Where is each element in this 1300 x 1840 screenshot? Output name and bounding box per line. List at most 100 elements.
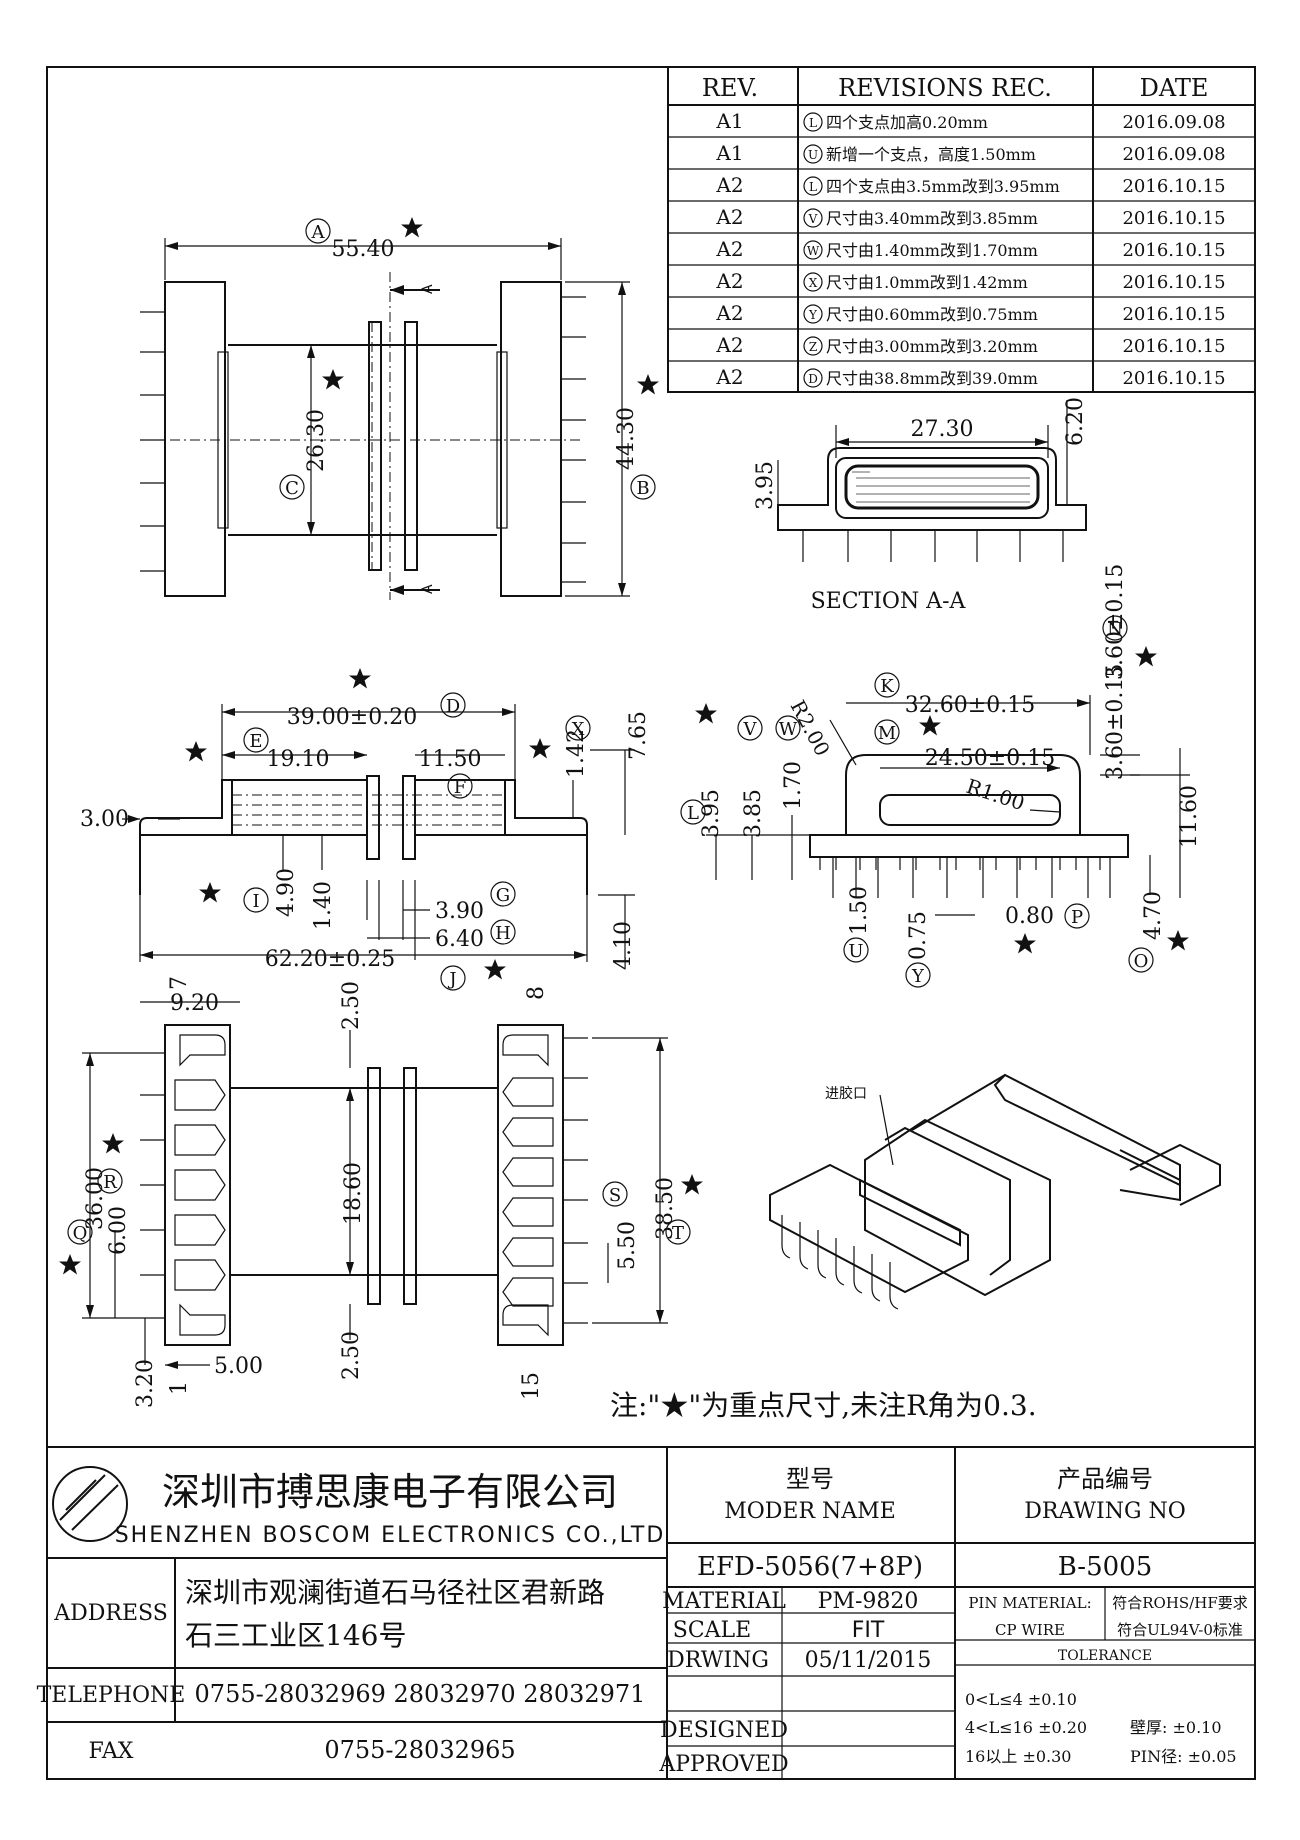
dim-1860: 18.60 bbox=[341, 1162, 366, 1225]
marker-x: X bbox=[572, 719, 585, 740]
revision-table: REV. REVISIONS REC. DATE bbox=[667, 66, 1256, 393]
model-value: EFD-5056(7+8P) bbox=[697, 1552, 923, 1582]
pin-label-1: 1 bbox=[167, 1381, 192, 1395]
marker-q: Q bbox=[73, 1223, 88, 1244]
company-name-en: SHENZHEN BOSCOM ELECTRONICS CO.,LTD bbox=[115, 1523, 666, 1548]
pin-material-label: PIN MATERIAL: bbox=[968, 1594, 1091, 1612]
dim-f: 11.50 bbox=[419, 747, 482, 772]
revision-marker: U bbox=[808, 148, 818, 162]
revision-rev: A1 bbox=[715, 141, 743, 165]
marker-n: N bbox=[1107, 619, 1123, 640]
scale-value: FIT bbox=[852, 1618, 885, 1643]
revision-text: 尺寸由38.8mm改到39.0mm bbox=[826, 369, 1038, 388]
revision-rev: A1 bbox=[715, 109, 743, 133]
rev-header-rec: REVISIONS REC. bbox=[838, 74, 1052, 102]
revision-text: 尺寸由3.40mm改到3.85mm bbox=[826, 209, 1038, 228]
pin-material-value: CP WIRE bbox=[995, 1621, 1065, 1639]
dim-k: 32.60±0.15 bbox=[905, 693, 1035, 718]
revision-marker: L bbox=[809, 116, 817, 130]
section-a-a: 27.30 3.95 6.20 SECTION A-A bbox=[753, 397, 1088, 614]
material-value: PM-9820 bbox=[818, 1589, 919, 1614]
approved-label: APPROVED bbox=[658, 1752, 788, 1777]
pin-label-7: 7 bbox=[167, 976, 192, 990]
revision-marker-circle bbox=[803, 240, 823, 260]
marker-v: V bbox=[743, 719, 758, 740]
dim-410: 4.10 bbox=[611, 921, 636, 970]
fax-value: 0755-28032965 bbox=[324, 1736, 515, 1764]
dim-l: 3.95 bbox=[699, 789, 724, 838]
marker-u: U bbox=[848, 941, 863, 962]
marker-k: K bbox=[880, 676, 894, 697]
scale-label: SCALE bbox=[673, 1618, 751, 1643]
telephone-value: 0755-28032969 28032970 28032971 bbox=[195, 1680, 646, 1708]
dim-1160: 11.60 bbox=[1177, 785, 1202, 848]
model-label-en: MODER NAME bbox=[724, 1499, 896, 1524]
marker-t: T bbox=[672, 1223, 684, 1244]
marker-i: I bbox=[252, 891, 259, 912]
dim-320: 3.20 bbox=[133, 1359, 158, 1408]
revision-date: 2016.09.08 bbox=[1122, 144, 1225, 165]
title-block: 深圳市搏思康电子有限公司 SHENZHEN BOSCOM ELECTRONICS… bbox=[37, 1446, 1255, 1779]
revision-rev: A2 bbox=[715, 269, 743, 293]
dim-b: 44.30 bbox=[614, 407, 639, 470]
dim-v: 3.85 bbox=[741, 789, 766, 838]
section-marker-bottom: A bbox=[420, 584, 436, 594]
dim-g: 3.90 bbox=[435, 899, 484, 924]
rohs-label: 符合ROHS/HF要求 bbox=[1112, 1594, 1248, 1612]
dim-140: 1.40 bbox=[311, 881, 336, 930]
section-title: SECTION A-A bbox=[811, 589, 967, 614]
revision-marker: Y bbox=[808, 308, 818, 322]
revision-text: 尺寸由3.00mm改到3.20mm bbox=[826, 337, 1038, 356]
dim-e: 19.10 bbox=[267, 747, 330, 772]
model-label-cn: 型号 bbox=[786, 1465, 834, 1493]
dim-q: 36.00 bbox=[83, 1167, 108, 1230]
revision-text: 尺寸由1.40mm改到1.70mm bbox=[826, 241, 1038, 260]
revision-date: 2016.10.15 bbox=[1122, 336, 1225, 357]
section-dim-wall: 6.20 bbox=[1063, 397, 1088, 446]
revision-rev: A2 bbox=[715, 237, 743, 261]
revision-marker: D bbox=[808, 372, 818, 386]
tolerance-wall: 壁厚: ±0.10 bbox=[1130, 1718, 1222, 1737]
revision-rev: A2 bbox=[715, 301, 743, 325]
isometric-view: 进胶口 bbox=[769, 1073, 1221, 1310]
drawing-label-en: DRAWING NO bbox=[1024, 1499, 1186, 1524]
dim-h: 6.40 bbox=[435, 927, 484, 952]
dim-250-bottom: 2.50 bbox=[339, 1331, 364, 1380]
tolerance-2: 4<L≤16 ±0.20 bbox=[965, 1718, 1087, 1737]
dim-c: 26.30 bbox=[304, 409, 329, 472]
marker-e: E bbox=[249, 731, 262, 752]
radius-r1: R1.00 bbox=[963, 774, 1027, 815]
dim-j: 62.20±0.25 bbox=[265, 947, 395, 972]
revision-date: 2016.09.08 bbox=[1122, 112, 1225, 133]
revision-marker: L bbox=[809, 180, 817, 194]
tolerance-label: TOLERANCE bbox=[1058, 1648, 1152, 1664]
revision-marker: W bbox=[807, 244, 820, 258]
marker-g: G bbox=[496, 885, 510, 906]
revision-marker-circle bbox=[803, 112, 823, 132]
marker-s: S bbox=[609, 1185, 621, 1206]
revision-marker-circle bbox=[803, 144, 823, 164]
top-view: A 55.40 44.30 B 26.30 C A A bbox=[140, 217, 659, 600]
revision-marker-circle bbox=[803, 176, 823, 196]
drawing-value: B-5005 bbox=[1058, 1552, 1153, 1582]
revision-marker: X bbox=[809, 276, 818, 290]
dim-o: 4.70 bbox=[1141, 891, 1166, 940]
dim-300: 3.00 bbox=[80, 807, 129, 832]
revision-text: 尺寸由1.0mm改到1.42mm bbox=[826, 273, 1028, 292]
pin-label-8: 8 bbox=[524, 986, 549, 1000]
dim-r: 6.00 bbox=[106, 1206, 131, 1255]
fax-label: FAX bbox=[89, 1739, 134, 1764]
revision-rev: A2 bbox=[715, 333, 743, 357]
dim-y: 0.75 bbox=[906, 911, 931, 960]
pin-label-15: 15 bbox=[519, 1372, 544, 1400]
dim-p: 0.80 bbox=[1005, 904, 1054, 929]
dim-s: 5.50 bbox=[615, 1221, 640, 1270]
dim-d: 39.00±0.20 bbox=[287, 705, 417, 730]
marker-y: Y bbox=[911, 966, 925, 987]
marker-m: M bbox=[878, 723, 896, 744]
marker-c: C bbox=[285, 478, 299, 499]
revision-text: 新增一个支点，高度1.50mm bbox=[826, 145, 1036, 164]
revision-date: 2016.10.15 bbox=[1122, 208, 1225, 229]
revision-marker: V bbox=[808, 212, 818, 226]
section-dim-width: 27.30 bbox=[911, 417, 974, 442]
